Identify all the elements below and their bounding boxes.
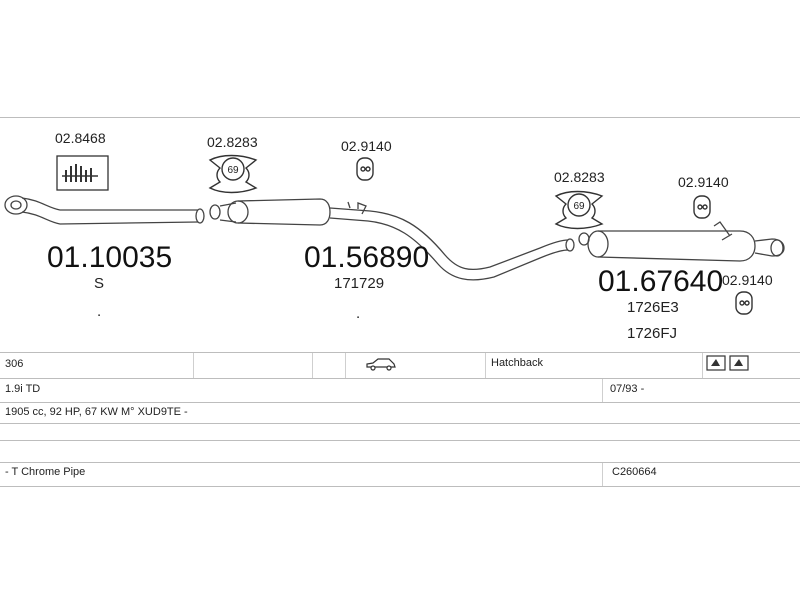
tailpipe-value: - T Chrome Pipe	[5, 466, 86, 478]
exhaust-diagram: 69 69 02.8468 02.8283 02.9140 02.8283 02…	[4, 130, 785, 342]
table-border-3	[0, 402, 800, 403]
clamp-box-icon[interactable]	[56, 155, 109, 191]
middle-silencer-code: 171729	[334, 275, 384, 292]
specs-value: 1905 cc, 92 HP, 67 KW M° XUD9TE -	[5, 406, 188, 418]
rear-silencer-code-2: 1726FJ	[627, 325, 677, 342]
table-border-4	[0, 423, 800, 424]
table-col-sep-1	[193, 353, 194, 378]
door-config-icon	[706, 355, 752, 374]
table-border-2	[0, 378, 800, 379]
front-pipe-dot: .	[97, 303, 101, 320]
middle-silencer-drawing[interactable]	[209, 198, 575, 281]
middle-silencer-part-number: 01.56890	[304, 241, 429, 274]
front-pipe-drawing[interactable]	[4, 195, 205, 225]
front-pipe-part-number: 01.10035	[47, 241, 172, 274]
hanger-icon-3[interactable]	[735, 291, 753, 315]
rear-silencer-part-number: 01.67640	[598, 265, 723, 298]
model-value: 306	[5, 358, 24, 370]
catalog-code-value: C260664	[612, 466, 657, 478]
table-col-sep-3	[345, 353, 346, 378]
hanger-icon-1[interactable]	[356, 157, 374, 181]
table-border-6	[0, 462, 800, 463]
table-col-sep-4	[485, 353, 486, 378]
gasket-2-badge: 69	[573, 201, 585, 212]
hanger-1-part-number: 02.9140	[341, 138, 392, 154]
rear-silencer-drawing[interactable]	[578, 221, 785, 262]
gasket-1-badge: 69	[227, 165, 239, 176]
hanger-3-part-number: 02.9140	[722, 272, 773, 288]
gasket-icon-1[interactable]	[208, 154, 258, 194]
hanger-2-part-number: 02.9140	[678, 174, 729, 190]
table-col-sep-2	[312, 353, 313, 378]
car-icon	[365, 357, 397, 374]
diagram-top-border	[0, 117, 800, 118]
front-pipe-code: S	[94, 275, 104, 292]
hanger-icon-2[interactable]	[693, 195, 711, 219]
table-col-sep-5	[702, 353, 703, 378]
body-type-value: Hatchback	[491, 357, 543, 369]
engine-value: 1.9i TD	[5, 383, 41, 395]
table-col-sep-6	[602, 379, 603, 402]
middle-silencer-dot: .	[356, 305, 360, 322]
clamp-part-number: 02.8468	[55, 130, 106, 146]
rear-silencer-code-1: 1726E3	[627, 299, 679, 316]
date-range-value: 07/93 -	[610, 383, 645, 395]
table-border-1	[0, 352, 800, 353]
gasket-2-part-number: 02.8283	[554, 169, 605, 185]
table-col-sep-7	[602, 463, 603, 486]
table-border-7	[0, 486, 800, 487]
gasket-1-part-number: 02.8283	[207, 134, 258, 150]
table-border-5	[0, 440, 800, 441]
gasket-icon-2[interactable]	[554, 190, 604, 230]
